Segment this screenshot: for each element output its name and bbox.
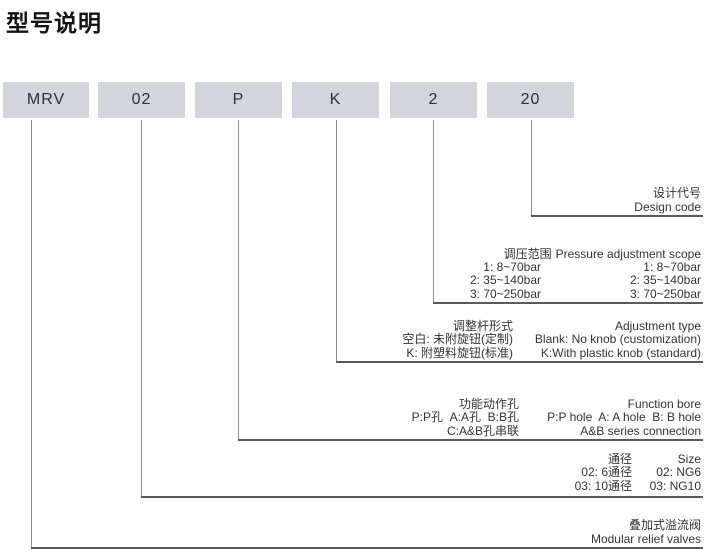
product-en: Modular relief valves	[590, 531, 701, 546]
page-title: 型号说明	[6, 10, 102, 36]
code-box-size: 02	[98, 82, 185, 118]
annotation-size-zh: 通径 02: 6通径 03: 10通径	[574, 451, 632, 494]
leader-line-product	[31, 547, 703, 549]
pressure-title-zh: 调压范围	[503, 246, 552, 261]
annotation-pressure-en: 1: 8~70bar 2: 35~140bar 3: 70~250bar	[629, 259, 701, 302]
pressure-en-row: 3: 70~250bar	[629, 286, 701, 301]
leader-line-size	[141, 496, 703, 498]
connector-vline-design-code	[531, 120, 532, 216]
design-code-zh: 设计代号	[652, 186, 701, 200]
code-box-design-code: 20	[487, 82, 574, 118]
function-en-row: Function bore	[627, 396, 701, 411]
connector-vline-pressure	[433, 120, 434, 303]
connector-vline-function	[238, 120, 239, 440]
code-box-pressure: 2	[390, 82, 477, 118]
annotation-function-en: Function bore P:P hole A: A hole B: B ho…	[547, 396, 701, 439]
size-en-row: 03: NG10	[649, 478, 701, 493]
leader-line-design-code	[531, 215, 703, 217]
size-zh-row: 02: 6通径	[581, 465, 632, 479]
leader-line-adjustment	[336, 361, 703, 363]
adjustment-zh-row: 调整杆形式	[452, 318, 513, 333]
annotation-adjustment-zh: 调整杆形式 空白: 未附旋钮(定制) K: 附塑料旋钮(标准)	[402, 318, 513, 361]
annotation-adjustment-en: Adjustment type Blank: No knob (customiz…	[534, 318, 701, 361]
function-en-row: A&B series connection	[580, 423, 701, 438]
design-code-en: Design code	[634, 199, 701, 214]
annotation-pressure-zh: 1: 8~70bar 2: 35~140bar 3: 70~250bar	[469, 259, 541, 302]
annotation-product: 叠加式溢流阀 Modular relief valves	[590, 518, 701, 546]
connector-vline-product	[31, 120, 32, 548]
size-en-row: Size	[677, 451, 701, 466]
function-en-row: P:P hole A: A hole B: B hole	[547, 410, 701, 424]
annotation-size-en: Size 02: NG6 03: NG10	[649, 451, 701, 494]
annotation-function-zh: 功能动作孔 P:P孔 A:A孔 B:B孔 C:A&B孔串联	[411, 396, 519, 439]
product-zh: 叠加式溢流阀	[628, 518, 701, 532]
adjustment-zh-row: 空白: 未附旋钮(定制)	[402, 332, 513, 346]
pressure-en-row: 1: 8~70bar	[643, 259, 701, 274]
annotation-design-code: 设计代号 Design code	[634, 186, 701, 214]
pressure-zh-row: 2: 35~140bar	[469, 273, 541, 287]
function-zh-row: P:P孔 A:A孔 B:B孔	[411, 410, 519, 424]
pressure-en-row: 2: 35~140bar	[629, 273, 701, 287]
pressure-title-en: Pressure adjustment scope	[555, 246, 701, 261]
leader-line-pressure	[433, 302, 703, 304]
adjustment-zh-row: K: 附塑料旋钮(标准)	[406, 345, 513, 360]
connector-vline-adjustment	[336, 120, 337, 362]
code-box-mrv: MRV	[3, 82, 89, 118]
pressure-zh-row: 3: 70~250bar	[469, 286, 541, 301]
adjustment-en-row: K:With plastic knob (standard)	[540, 345, 701, 360]
adjustment-en-row: Adjustment type	[614, 318, 701, 333]
adjustment-en-row: Blank: No knob (customization)	[534, 332, 701, 346]
function-zh-row: C:A&B孔串联	[446, 423, 519, 438]
size-zh-row: 通径	[607, 451, 632, 466]
size-zh-row: 03: 10通径	[574, 478, 632, 493]
size-en-row: 02: NG6	[656, 465, 701, 479]
code-box-adjustment: K	[292, 82, 379, 118]
function-zh-row: 功能动作孔	[458, 396, 519, 411]
code-box-function: P	[195, 82, 282, 118]
pressure-zh-row: 1: 8~70bar	[483, 259, 541, 274]
leader-line-function	[238, 439, 703, 441]
connector-vline-size	[141, 120, 142, 497]
